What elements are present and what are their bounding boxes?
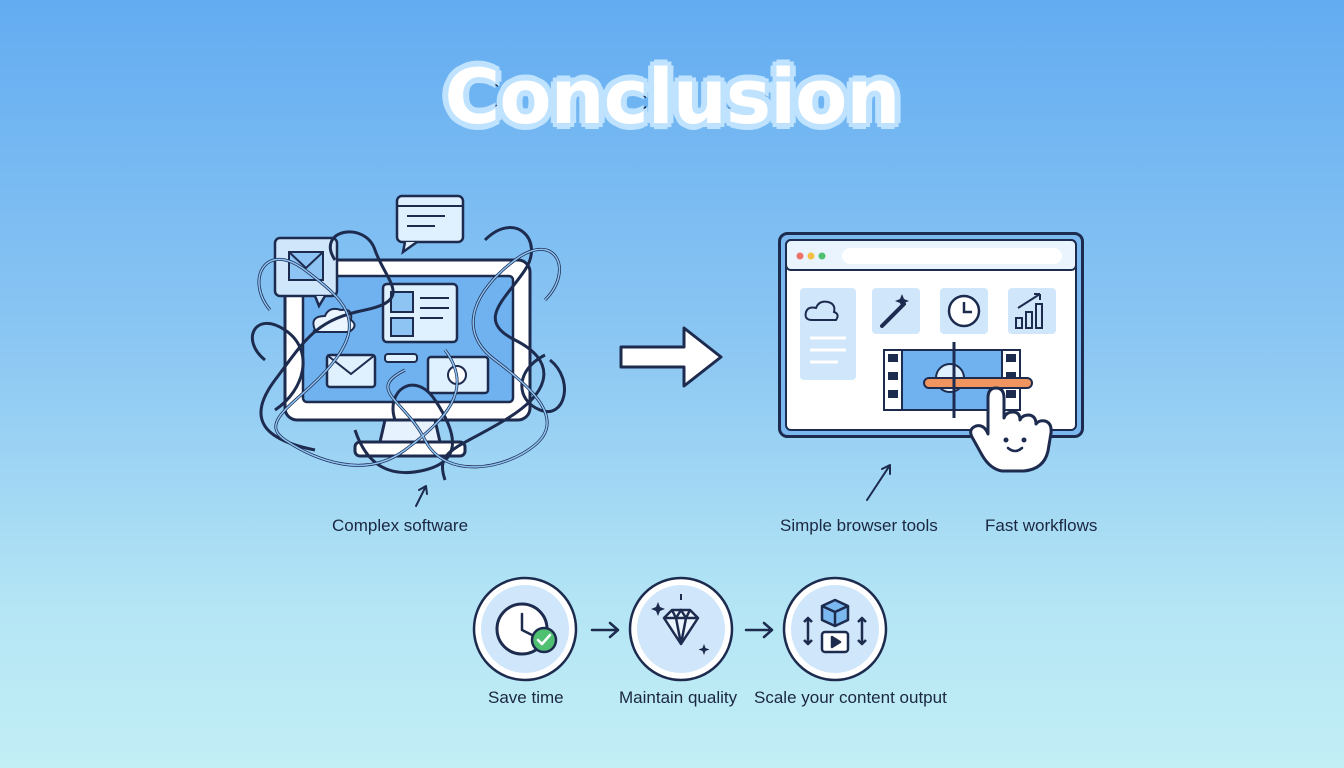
complex-software-caption: Complex software bbox=[332, 516, 469, 535]
simple-browser-tools-caption: Simple browser tools bbox=[780, 516, 938, 535]
fast-workflows-caption: Fast workflows bbox=[985, 516, 1098, 535]
small-right-arrow-icon bbox=[744, 621, 774, 639]
maintain-quality-badge bbox=[628, 576, 734, 682]
small-right-arrow-icon bbox=[590, 621, 620, 639]
up-arrow-icon bbox=[415, 485, 428, 507]
right-arrow-icon bbox=[619, 326, 723, 388]
browser-window bbox=[778, 232, 1084, 438]
scale-output-badge bbox=[782, 576, 888, 682]
diagonal-arrow-icon bbox=[866, 464, 891, 501]
scale-box-video-icon bbox=[803, 598, 867, 654]
maintain-quality-label: Maintain quality bbox=[619, 688, 738, 707]
save-time-badge bbox=[472, 576, 578, 682]
page-title: Conclusion bbox=[442, 50, 903, 144]
complex-software-illustration bbox=[250, 194, 566, 481]
diamond-icon bbox=[662, 608, 700, 646]
pointing-hand-icon bbox=[969, 386, 1053, 473]
save-time-label: Save time bbox=[488, 688, 564, 707]
scale-output-label: Scale your content output bbox=[754, 688, 947, 707]
clock-check-icon bbox=[495, 602, 558, 656]
